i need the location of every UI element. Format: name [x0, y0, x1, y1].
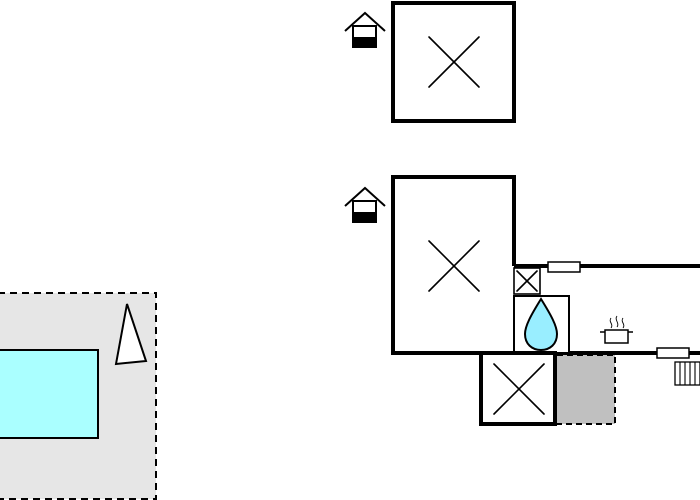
ground-floor-icon — [344, 186, 386, 223]
room-cross-mark — [428, 36, 480, 88]
shower-drop-icon — [523, 297, 559, 352]
shaded-area-outline — [557, 354, 616, 425]
swimming-pool — [0, 349, 99, 439]
upper-room — [391, 1, 516, 123]
lower-room — [479, 351, 557, 426]
parasol-icon — [114, 303, 148, 366]
room-cross-mark — [516, 270, 538, 292]
radiator-icon — [674, 361, 700, 386]
shaded-area — [557, 355, 615, 424]
ground-floor — [344, 175, 700, 426]
wall-heater-icon — [656, 347, 690, 359]
upper-floor-icon — [344, 11, 386, 48]
room-cross-mark — [493, 363, 545, 415]
wall-heater-icon — [547, 261, 581, 273]
upper-floor — [344, 1, 516, 123]
room-cross-mark — [428, 240, 480, 292]
cooking-pot-icon — [600, 315, 633, 344]
terrace-area — [0, 292, 157, 500]
